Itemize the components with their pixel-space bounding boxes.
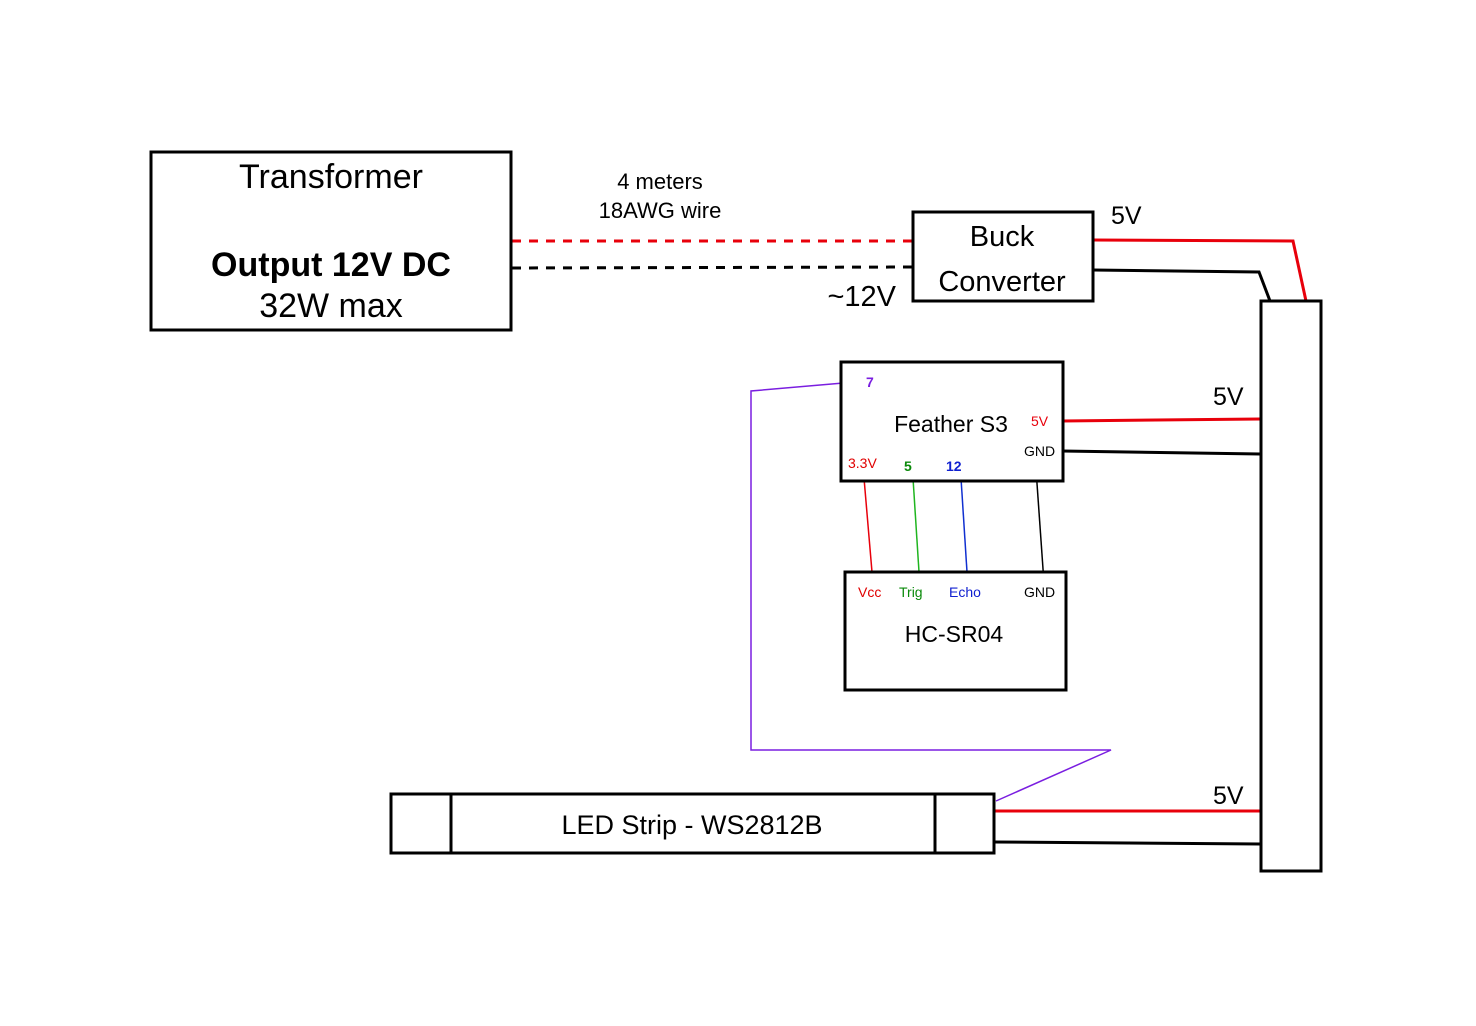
feather-pin-gnd: GND <box>1024 443 1055 459</box>
power-bus-box <box>1259 299 1323 873</box>
echo-wire <box>960 477 968 573</box>
led-ground-wire <box>993 840 1261 846</box>
sensor-pin-gnd: GND <box>1024 584 1055 600</box>
sensor-pin-vcc: Vcc <box>858 584 881 600</box>
cable-length-label: 4 meters <box>617 169 703 194</box>
buck-label-line2: Converter <box>938 266 1066 298</box>
feather-positive-wire <box>1061 417 1261 423</box>
buck-output-voltage-label: 5V <box>1111 202 1142 230</box>
feather-pin-5v: 5V <box>1031 413 1049 429</box>
feather-pin-7: 7 <box>866 374 874 390</box>
transformer-power: 32W max <box>259 287 403 325</box>
buck-label-line1: Buck <box>970 221 1035 253</box>
cable-ground-wire <box>511 265 913 270</box>
sensor-pin-trig: Trig <box>899 584 923 600</box>
led-strip-name: LED Strip - WS2812B <box>561 810 822 840</box>
led-data-wire <box>750 381 1112 802</box>
feather-pin-12: 12 <box>946 458 962 474</box>
buck-positive-wire <box>1092 238 1308 302</box>
led-supply-voltage-label: 5V <box>1213 782 1244 810</box>
vcc-wire <box>863 477 873 573</box>
buck-converter-box <box>911 210 1095 303</box>
led-strip-box <box>389 792 996 855</box>
feather-pin-5: 5 <box>904 458 912 474</box>
buck-ground-wire <box>1092 268 1272 302</box>
cable-voltage-label: ~12V <box>827 281 896 313</box>
trig-wire <box>912 477 920 573</box>
feather-ground-wire <box>1061 449 1261 456</box>
feather-s3-box <box>839 360 1065 483</box>
feather-pin-3v3: 3.3V <box>848 455 877 471</box>
cable-gauge-label: 18AWG wire <box>599 198 722 223</box>
sensor-name: HC-SR04 <box>905 621 1004 647</box>
transformer-output: Output 12V DC <box>211 246 451 284</box>
feather-name: Feather S3 <box>894 411 1008 437</box>
sensor-pin-echo: Echo <box>949 584 981 600</box>
feather-supply-voltage-label: 5V <box>1213 383 1244 411</box>
hc-sr04-box <box>843 570 1068 692</box>
transformer-box <box>149 150 513 332</box>
transformer-title: Transformer <box>239 158 423 196</box>
